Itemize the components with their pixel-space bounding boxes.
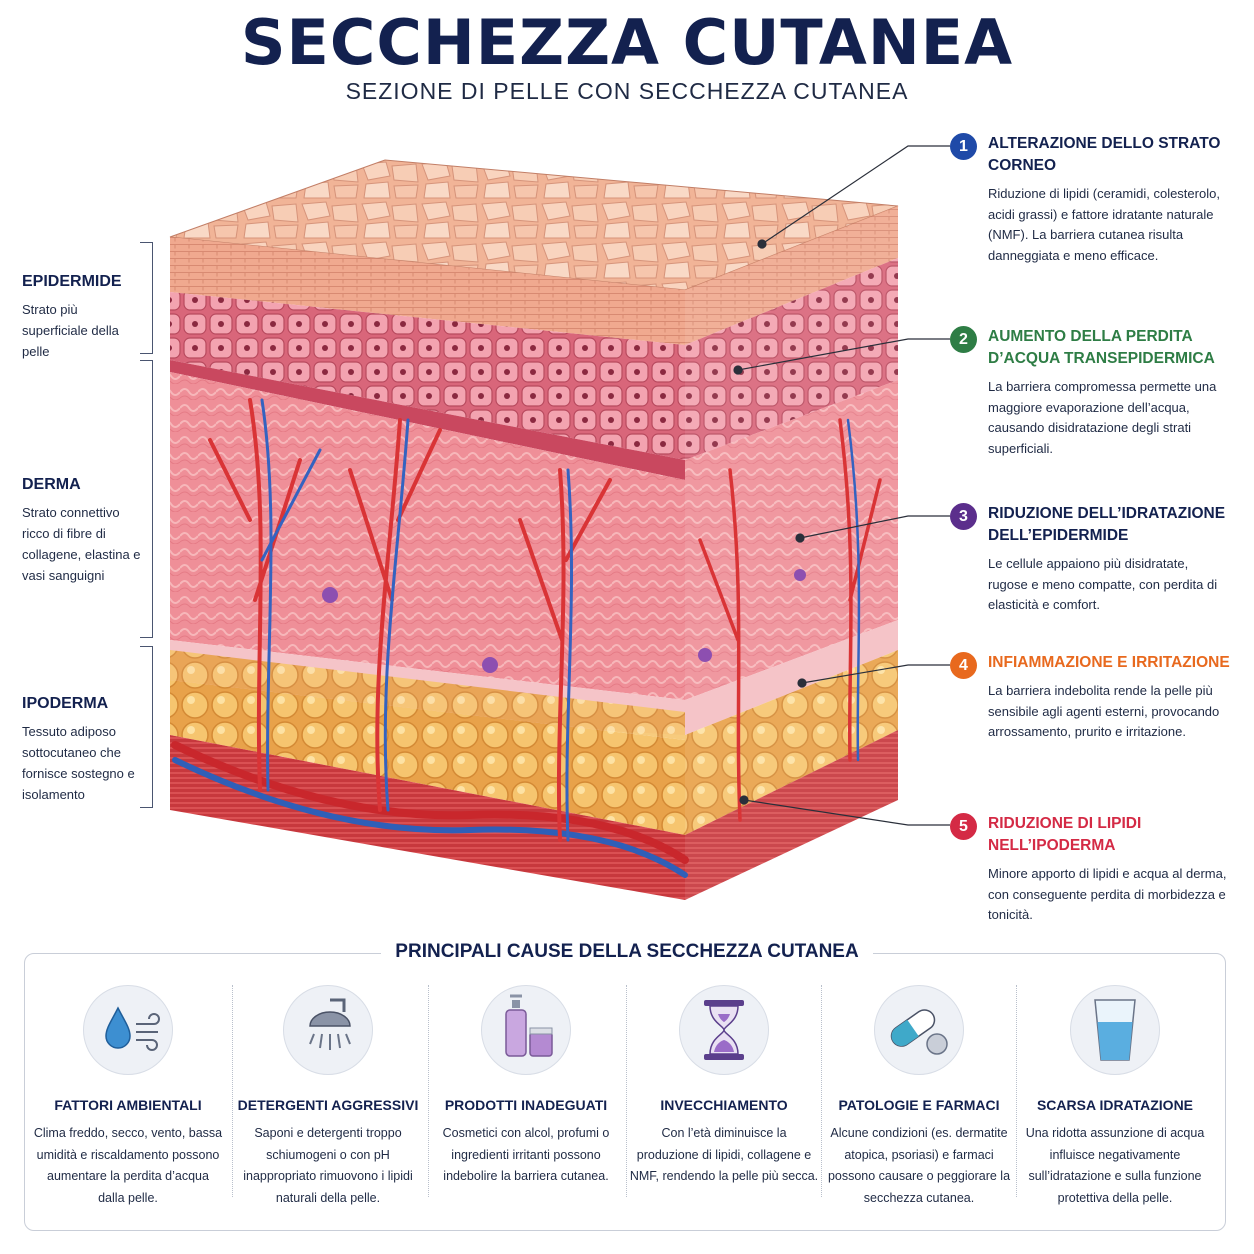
shower-icon (283, 985, 373, 1075)
callout-text: Riduzione di lipidi (ceramidi, colestero… (988, 186, 1220, 263)
callout-number: 3 (950, 503, 977, 530)
callout-1: 1 ALTERAZIONE DELLO STRATO CORNEO Riduzi… (950, 133, 1230, 266)
callout-5: 5 RIDUZIONE DI LIPIDI NELL’IPODERMA Mino… (950, 813, 1230, 926)
hypodermis-bracket (140, 646, 153, 808)
causes-title-wrap: PRINCIPALI CAUSE DELLA SECCHEZZA CUTANEA (0, 941, 1254, 963)
callout-text: La barriera compromessa permette una mag… (988, 379, 1217, 456)
layer-label-epidermide: EPIDERMIDE Strato più superficiale della… (22, 273, 142, 362)
cause-divider (821, 985, 822, 1197)
cause-text: Clima freddo, secco, vento, bassa umidit… (33, 1126, 223, 1205)
layer-name: IPODERMA (22, 695, 109, 712)
layer-desc: Tessuto adiposo sottocutaneo che fornisc… (22, 724, 135, 802)
skin-section-diagram (169, 145, 950, 900)
cause-name: PRODOTTI INADEGUATI (444, 1097, 608, 1113)
callout-leaders (733, 145, 950, 826)
cause-divider (1016, 985, 1017, 1197)
cause-item-scarsa-idratazione: SCARSA IDRATAZIONE Una ridotta assunzion… (1020, 985, 1210, 1209)
water-glass-icon (1070, 985, 1160, 1075)
layer-label-derma: DERMA Strato connettivo ricco di fibre d… (22, 476, 142, 586)
epidermis-bracket (140, 242, 153, 354)
callout-title: INFIAMMAZIONE E IRRITAZIONE (988, 654, 1230, 671)
layer-desc: Strato più superficiale della pelle (22, 302, 119, 359)
callout-text: La barriera indebolita rende la pelle pi… (988, 683, 1220, 739)
cause-divider (232, 985, 233, 1197)
callout-text: Le cellule appaiono più disidratate, rug… (988, 556, 1218, 612)
front-face (170, 237, 685, 900)
callout-3: 3 RIDUZIONE DELL’IDRATAZIONE DELL’EPIDER… (950, 503, 1230, 616)
cause-item-prodotti-inadeguati: PRODOTTI INADEGUATI Cosmetici con alcol,… (431, 985, 621, 1188)
cause-name: FATTORI AMBIENTALI (54, 1097, 202, 1113)
cause-item-detergenti-aggressivi: DETERGENTI AGGRESSIVI Saponi e detergent… (233, 985, 423, 1209)
cause-item-patologie-farmaci: PATOLOGIE E FARMACI Alcune condizioni (e… (824, 985, 1014, 1209)
callout-number: 2 (950, 326, 977, 353)
cause-text: Saponi e detergenti troppo schiumogeni o… (243, 1126, 413, 1205)
cause-name: PATOLOGIE E FARMACI (838, 1097, 1000, 1113)
callout-title: AUMENTO DELLA PERDITA D’ACQUA TRANSEPIDE… (988, 328, 1215, 367)
layer-desc: Strato connettivo ricco di fibre di coll… (22, 505, 141, 583)
cause-text: Una ridotta assunzione di acqua influisc… (1025, 1126, 1205, 1205)
page-title: SECCHEZZA CUTANEA (240, 6, 1014, 79)
pill-icon (874, 985, 964, 1075)
callout-number: 4 (950, 652, 977, 679)
cause-name: DETERGENTI AGGRESSIVI (237, 1097, 419, 1113)
water-drop-wind-icon (83, 985, 173, 1075)
callout-title: RIDUZIONE DI LIPIDI NELL’IPODERMA (988, 815, 1142, 854)
layer-name: DERMA (22, 476, 81, 493)
immune-cells (322, 569, 806, 673)
cause-divider (428, 985, 429, 1197)
layer-name: EPIDERMIDE (22, 273, 122, 290)
callout-2: 2 AUMENTO DELLA PERDITA D’ACQUA TRANSEPI… (950, 326, 1230, 459)
callout-4: 4 INFIAMMAZIONE E IRRITAZIONE La barrier… (950, 652, 1230, 743)
callout-number: 5 (950, 813, 977, 840)
cause-item-fattori-ambientali: FATTORI AMBIENTALI Clima freddo, secco, … (33, 985, 223, 1209)
cause-name: INVECCHIAMENTO (660, 1097, 788, 1113)
cause-text: Con l’età diminuisce la produzione di li… (629, 1126, 819, 1183)
cause-text: Alcune condizioni (es. dermatite atopica… (827, 1126, 1011, 1205)
callout-title: RIDUZIONE DELL’IDRATAZIONE DELL’EPIDERMI… (988, 505, 1226, 544)
cause-name: SCARSA IDRATAZIONE (1036, 1097, 1194, 1113)
layer-label-ipoderma: IPODERMA Tessuto adiposo sottocutaneo ch… (22, 695, 142, 805)
cause-divider (626, 985, 627, 1197)
hourglass-icon (679, 985, 769, 1075)
page-subtitle: SEZIONE DI PELLE CON SECCHEZZA CUTANEA (345, 78, 909, 104)
causes-title: PRINCIPALI CAUSE DELLA SECCHEZZA CUTANEA (381, 941, 873, 962)
cause-item-invecchiamento: INVECCHIAMENTO Con l’età diminuisce la p… (629, 985, 819, 1188)
dermis-bracket (140, 360, 153, 638)
blood-vessels (171, 398, 882, 878)
cosmetic-bottle-icon (481, 985, 571, 1075)
cause-text: Cosmetici con alcol, profumi o ingredien… (442, 1126, 610, 1183)
callout-number: 1 (950, 133, 977, 160)
callout-title: ALTERAZIONE DELLO STRATO CORNEO (988, 135, 1221, 174)
callout-text: Minore apporto di lipidi e acqua al derm… (988, 866, 1227, 922)
side-face (685, 206, 898, 900)
